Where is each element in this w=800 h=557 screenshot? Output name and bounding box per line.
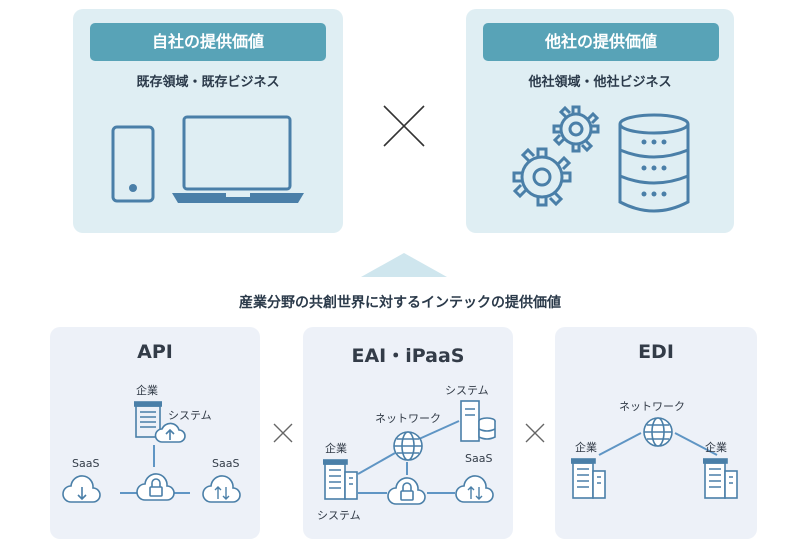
gears-icon [510, 99, 610, 209]
own-value-title: 自社の提供価値 [90, 23, 326, 61]
partner-value-subtitle: 他社領域・他社ビジネス [528, 75, 672, 90]
edi-company-left-label: 企業 [575, 441, 597, 454]
server-icon [459, 399, 497, 443]
building-icon [323, 458, 359, 500]
api-company-label: 企業 [136, 384, 158, 397]
up-arrow-icon [361, 253, 447, 277]
times-icon [380, 102, 428, 150]
eai-company-label: 企業 [325, 442, 347, 455]
edi-company-right-label: 企業 [705, 441, 727, 454]
eai-ipaas-card-title: EAI・iPaaS [351, 345, 465, 367]
globe-icon [391, 429, 425, 463]
center-label: 産業分野の共創世界に対するインテックの提供価値 [239, 295, 561, 311]
eai-connection-lines [357, 420, 460, 494]
partner-value-title: 他社の提供価値 [483, 23, 719, 61]
edi-network-label: ネットワーク [619, 400, 685, 413]
globe-icon [641, 415, 675, 449]
edi-card-title: EDI [638, 341, 674, 363]
partner-value-panel: 他社の提供価値 他社領域・他社ビジネス [466, 9, 734, 233]
eai-saas-label: SaaS [465, 452, 493, 465]
building-icon [134, 400, 162, 438]
cloud-transfer-icon [202, 473, 242, 505]
smartphone-icon [111, 125, 159, 205]
eai-system-top-label: システム [445, 384, 489, 397]
cloud-download-icon [62, 473, 102, 505]
cloud-upload-icon [154, 420, 186, 444]
own-value-subtitle: 既存領域・既存ビジネス [136, 75, 280, 90]
cloud-lock-icon [136, 471, 176, 503]
building-icon [703, 457, 739, 499]
edi-card: EDI ネットワーク 企業 企業 [555, 327, 757, 539]
api-connection-lines [120, 445, 190, 494]
laptop-icon [168, 113, 308, 209]
own-value-panel: 自社の提供価値 既存領域・既存ビジネス [73, 9, 343, 233]
eai-system-bottom-label: システム [317, 509, 361, 522]
api-card-title: API [137, 341, 173, 363]
times-icon-right [524, 422, 546, 444]
cloud-lock-icon [387, 475, 427, 507]
eai-network-label: ネットワーク [375, 412, 441, 425]
edi-connection-lines [598, 432, 718, 456]
api-card: API 企業 システム SaaS SaaS [50, 327, 260, 539]
api-saas-left-label: SaaS [72, 457, 100, 470]
api-system-label: システム [168, 409, 212, 422]
cloud-transfer-icon [455, 473, 495, 505]
times-icon-left [272, 422, 294, 444]
api-saas-right-label: SaaS [212, 457, 240, 470]
building-icon [571, 457, 607, 499]
eai-ipaas-card: EAI・iPaaS システム ネットワーク 企業 [303, 327, 513, 539]
database-icon [616, 112, 692, 216]
